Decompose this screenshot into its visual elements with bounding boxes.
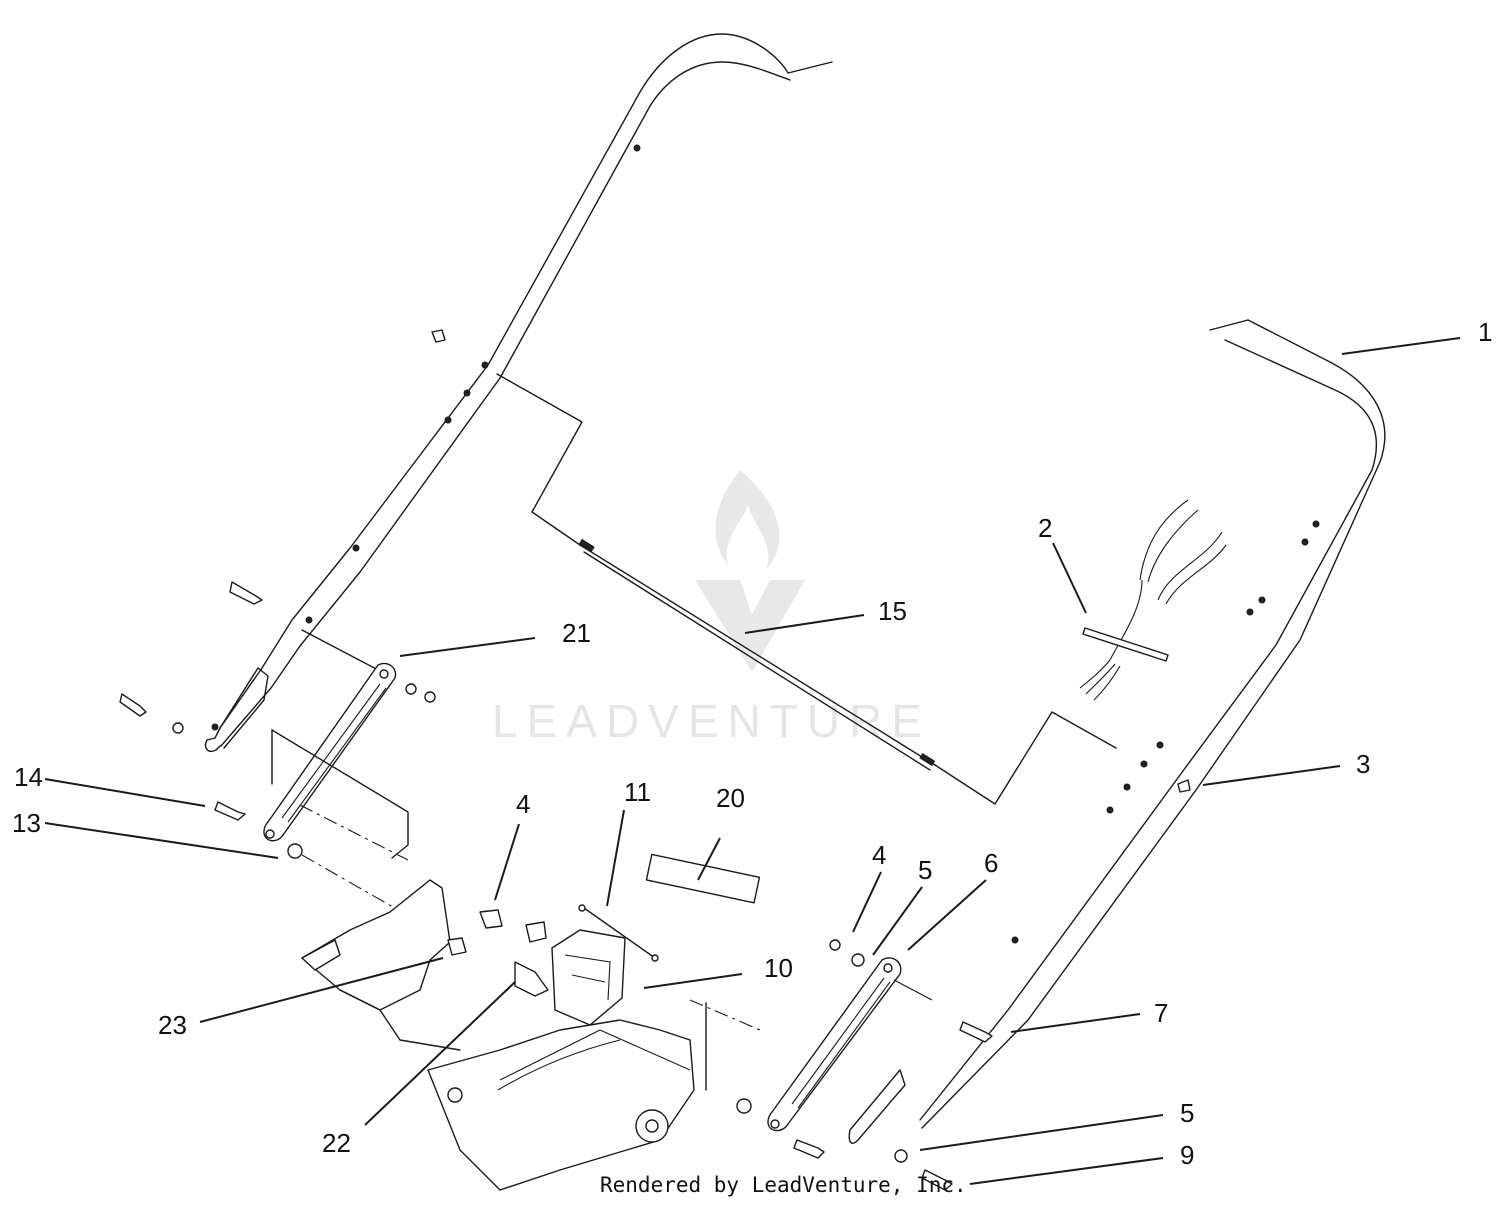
control-bracket [447, 904, 659, 1026]
leadventure-watermark: LEADVENTURE [492, 470, 931, 747]
leader-lines [44, 337, 1461, 1185]
callout-5-lower: 5 [1180, 1098, 1194, 1128]
callout-9: 9 [1180, 1140, 1194, 1170]
callout-1: 1 [1478, 317, 1492, 347]
callout-13: 13 [12, 808, 41, 838]
watermark-text: LEADVENTURE [492, 695, 931, 747]
callout-6: 6 [984, 848, 998, 878]
callout-15: 15 [878, 596, 907, 626]
callout-20: 20 [716, 783, 745, 813]
callout-11: 11 [624, 777, 651, 807]
left-handle-tube [204, 33, 833, 752]
callout-23: 23 [158, 1010, 187, 1040]
v-logo-icon [695, 580, 805, 672]
callout-3: 3 [1356, 749, 1370, 779]
decal [645, 853, 761, 904]
cable-tie [1079, 499, 1227, 701]
callout-5-upper: 5 [918, 855, 932, 885]
flame-logo-icon [715, 470, 780, 570]
callout-22: 22 [322, 1128, 351, 1158]
right-bracket-assembly [431, 329, 1191, 1191]
callout-21: 21 [562, 618, 591, 648]
right-handle-tube [848, 319, 1386, 1144]
callout-14: 14 [14, 762, 43, 792]
render-credit: Rendered by LeadVenture, Inc. [600, 1173, 967, 1197]
callout-2: 2 [1038, 513, 1052, 543]
control-rod [496, 373, 1117, 805]
callout-10: 10 [764, 953, 793, 983]
callout-7: 7 [1154, 998, 1168, 1028]
callout-4-left: 4 [516, 789, 530, 819]
callout-labels: 1 2 3 4 4 5 5 6 7 9 10 11 13 14 15 20 21… [12, 317, 1492, 1170]
mower-deck [301, 879, 761, 1191]
left-bracket-assembly [119, 581, 443, 936]
callout-4-right: 4 [872, 840, 886, 870]
